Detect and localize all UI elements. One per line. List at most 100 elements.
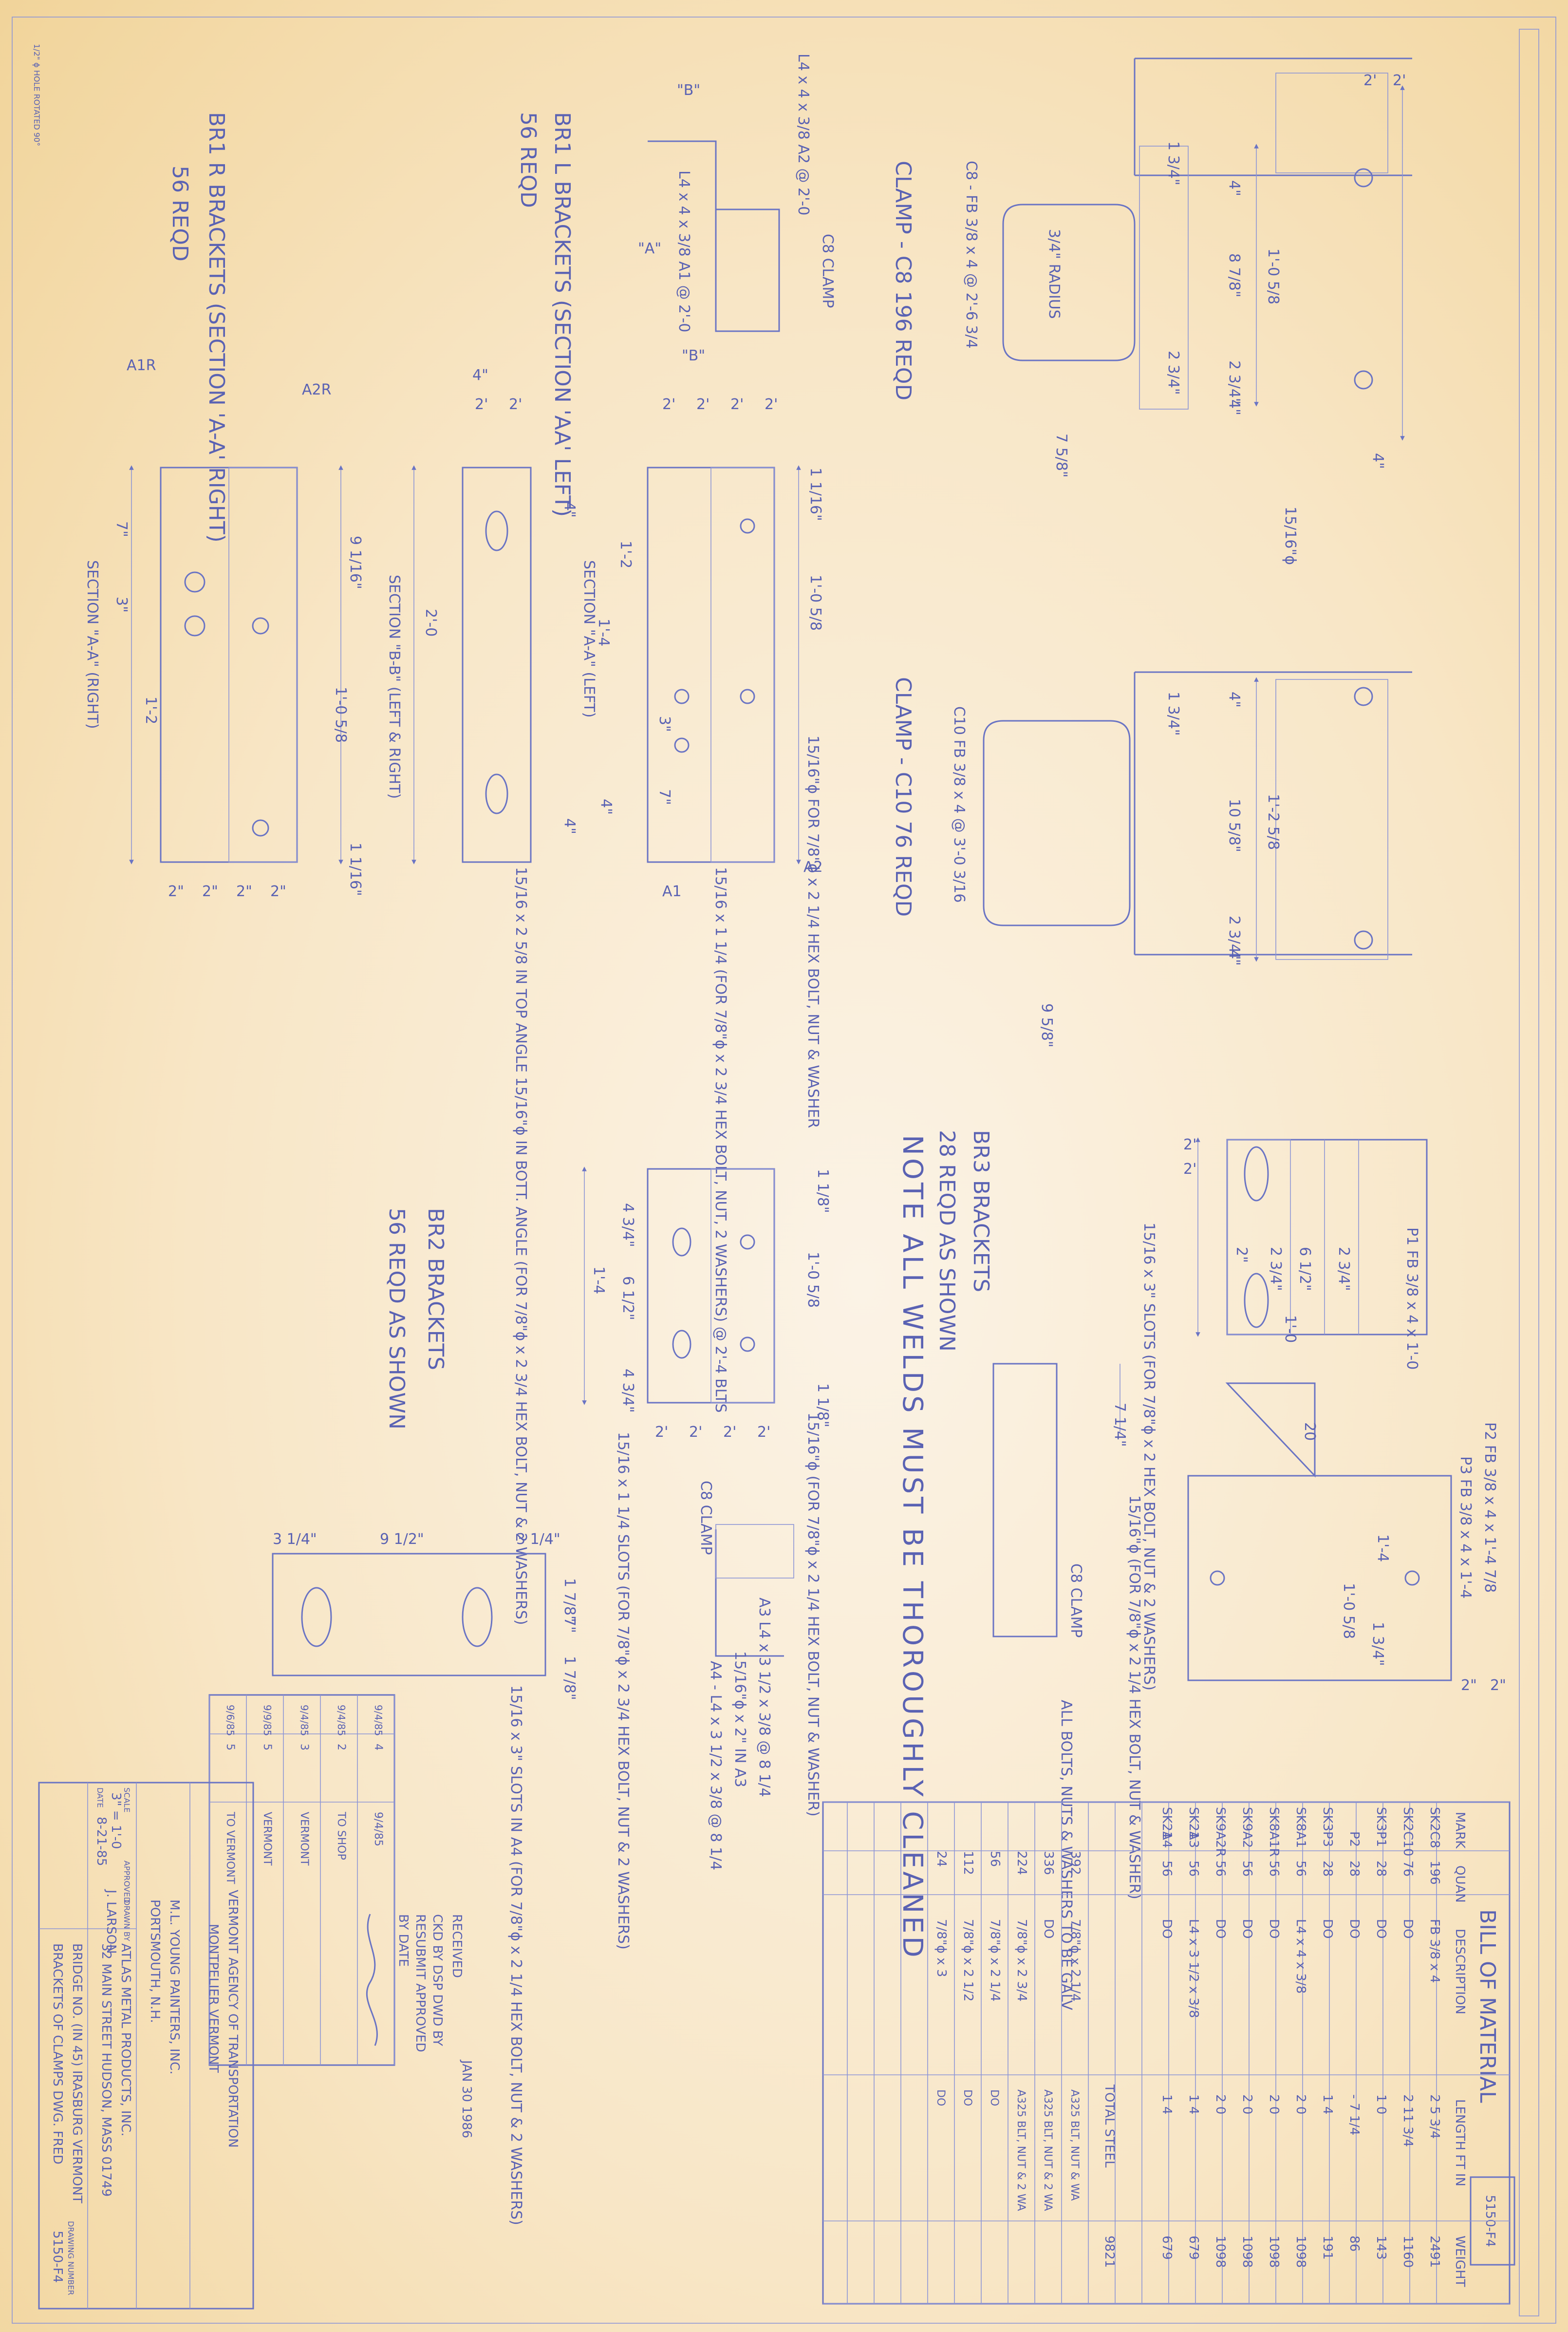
br1-right-detail: 7" 3" 9 1/16" 1'-0 5/8 1'-2 1 1/16" 2" 2… xyxy=(84,112,364,900)
aa-left-bolts-note: 15/16"ϕ FOR 7/8"ϕ x 2 1/4 HEX BOLT, NUT … xyxy=(804,735,821,1128)
c8-dim-11: 4" xyxy=(1369,453,1386,469)
br3-dim-10: 2" xyxy=(1490,1677,1506,1694)
clamp-c10-detail: 4" 10 5/8" 1'-2 5/8 2 3/4" 4" 1 3/4" 9 5… xyxy=(891,671,1412,1048)
tb-scale: 3" = 1'-0 xyxy=(109,1792,123,1849)
revision-description: VERMONT xyxy=(298,1812,310,1866)
c8-dim-5: 4" xyxy=(1226,399,1243,415)
br3-dim-8: 1'-0 5/8 xyxy=(1340,1583,1357,1639)
br3-p1: P1 FB 3/8 x 4 x 1'-0 xyxy=(1403,1227,1420,1370)
br1-left-detail: 4" 2' 2' 4" 2'-0 4" SECTION "B-B" (LEFT … xyxy=(386,112,578,1625)
br1r-dim-1: 3" xyxy=(113,597,130,613)
stamp-line1: CKD BY DSP DWD BY xyxy=(430,1914,445,2046)
revision-number: 3 xyxy=(298,1744,310,1750)
bom-cell-sk: SK8 xyxy=(1267,1807,1281,1831)
bom-cell-weight: 679 xyxy=(1159,2236,1174,2260)
bom-cell-weight: 679 xyxy=(1186,2236,1201,2260)
revision-number: 5 xyxy=(261,1744,273,1750)
tb-agency: VERMONT AGENCY OF TRANSPORTATION xyxy=(225,1890,240,2148)
aa-left-a1: L4 x 4 x 3/8 A1 @ 2'-0 xyxy=(675,170,692,332)
a34-dim-1: 9 1/2" xyxy=(380,1531,424,1548)
br3-dim-7: 1'-4 xyxy=(1374,1534,1391,1562)
br1r-title: BR1 R BRACKETS (SECTION 'A-A' RIGHT) xyxy=(204,112,229,543)
aa-left-angle-a1 xyxy=(710,467,775,863)
bom-cell-desc: DO xyxy=(1267,1919,1281,1939)
tb-dwg-no: 5150-F4 xyxy=(50,2231,65,2283)
c10-dim-2: 1'-2 5/8 xyxy=(1265,794,1282,850)
a3-a4-detail: 3 1/4" 9 1/2" 3 1/4" 1 7/8" 7" 1 7/8" A3… xyxy=(272,1524,794,2225)
bom-cell-weight: 1098 xyxy=(1213,2236,1228,2268)
br1r-dim-7: 2" xyxy=(202,883,218,900)
br3-dim-11: 1 3/4" xyxy=(1369,1622,1386,1666)
revision-description: 9/4/85 xyxy=(372,1812,384,1846)
br3-p3: P3 FB 3/8 x 4 x 1'-4 xyxy=(1457,1456,1474,1599)
br3-dim-9: 2" xyxy=(1461,1677,1477,1694)
br1r-dim-5: 1 1/16" xyxy=(347,843,364,896)
bolt-cell-desc: 7/8"ϕ x 3 xyxy=(934,1919,949,1977)
br1l-dim-1: 2' xyxy=(475,396,488,413)
revision-number: 5 xyxy=(224,1744,236,1750)
br3-dim-2: 2" xyxy=(1233,1247,1250,1263)
br2-title: BR2 BRACKETS xyxy=(423,1208,448,1370)
br1l-section: SECTION "B-B" (LEFT & RIGHT) xyxy=(386,575,403,799)
bom-cell-quan: 28 xyxy=(1347,1861,1362,1877)
bom-cell-length: 2 5 3/4 xyxy=(1427,2094,1442,2139)
br1l-slot-note: 15/16 x 2 5/8 IN TOP ANGLE 15/16"ϕ IN BO… xyxy=(512,867,529,1625)
br3-p2: P2 FB 3/8 x 4 x 1'-4 7/8 xyxy=(1481,1422,1498,1593)
a4-label: A4 - L4 x 3 1/2 x 3/8 @ 8 1/4 xyxy=(707,1661,724,1870)
bolt-cell-quan: 24 xyxy=(934,1851,949,1867)
aa-dim-2: 3" xyxy=(656,716,673,732)
br1l-title: BR1 L BRACKETS (SECTION 'AA' LEFT) xyxy=(550,112,575,517)
bolt-cell-quan: 224 xyxy=(1014,1851,1029,1875)
c8-bolt-hole-top xyxy=(1354,168,1373,188)
br2-qty: 56 REQD AS SHOWN xyxy=(384,1208,409,1429)
br1r-qty: 56 REQD xyxy=(168,166,192,262)
aa-dim-4: 1 1/16" xyxy=(807,468,824,521)
bom-cell-length: 2 0 xyxy=(1240,2094,1254,2114)
c8-dim-1: 2' xyxy=(1393,72,1406,89)
br1r-dim-2: 9 1/16" xyxy=(347,536,364,589)
bolt-cell-type: DO xyxy=(934,2089,947,2106)
aa-left-slot-note: 15/16 x 1 1/4 (FOR 7/8"ϕ x 2 3/4 HEX BOL… xyxy=(712,867,729,1413)
bom-cell-length: 1 4 xyxy=(1186,2094,1201,2114)
a3-hole: 15/16"ϕ x 2" IN A3 xyxy=(731,1651,748,1787)
br2-dim-6: 1 1/8" xyxy=(814,1383,831,1428)
c8-clamp-plate xyxy=(1275,73,1388,173)
c8-dim-8: 2 3/4" xyxy=(1165,351,1182,395)
bom-h-quan: QUAN xyxy=(1453,1865,1467,1903)
bom-cell-weight: 191 xyxy=(1320,2236,1335,2260)
bom-cell-quan: 56 xyxy=(1159,1861,1174,1877)
tb-date-label: DATE xyxy=(95,1787,105,1808)
c10-dim-1: 10 5/8" xyxy=(1226,799,1243,852)
bolt-cell-quan: 392 xyxy=(1068,1851,1083,1875)
revision-date: 9/9/85 xyxy=(261,1705,273,1736)
a3-angle-profile xyxy=(715,1529,784,1657)
aa-left-label-b2: "B" xyxy=(682,347,705,364)
bom-cell-sk: SK8 xyxy=(1293,1807,1308,1831)
bom-title: BILL OF MATERIAL xyxy=(1475,1909,1500,2103)
br1l-dim-0: 4" xyxy=(472,367,488,384)
a34-dim-2: 3 1/4" xyxy=(516,1531,560,1548)
aa-left-angle-profile xyxy=(648,140,717,331)
br3-slots: 15/16 x 3" SLOTS (FOR 7/8"ϕ x 2 HEX BOLT… xyxy=(1140,1222,1157,1691)
bom-cell-desc: DO xyxy=(1240,1919,1254,1939)
bom-cell-weight: 86 xyxy=(1347,2236,1362,2252)
bolt-cell-type: A325 BLT, NUT & 2 WA xyxy=(1015,2089,1027,2211)
a34-dim-0: 3 1/4" xyxy=(273,1531,317,1548)
br2-hole-note: 15/16"ϕ (FOR 7/8"ϕ x 2 1/4 HEX BOLT, NUT… xyxy=(804,1412,821,1817)
br2-dim-7: 2' xyxy=(655,1424,668,1441)
tb-dwg-no-label: DRAWING NUMBER xyxy=(66,2221,75,2295)
tb-city: MONTPELIER VERMONT xyxy=(206,1924,221,2073)
aa-dim-9: 2' xyxy=(696,396,709,413)
c10-dim-0: 4" xyxy=(1226,692,1243,708)
br3-dim-3: 2 3/4" xyxy=(1267,1247,1284,1291)
bom-cell-mark: A1R xyxy=(1267,1831,1281,1857)
br3-qty: 28 REQD AS SHOWN xyxy=(934,1130,959,1352)
c8-flange xyxy=(1139,146,1189,410)
a4-slots: 15/16 x 3" SLOTS IN A4 (FOR 7/8"ϕ x 2 1/… xyxy=(507,1685,524,2225)
